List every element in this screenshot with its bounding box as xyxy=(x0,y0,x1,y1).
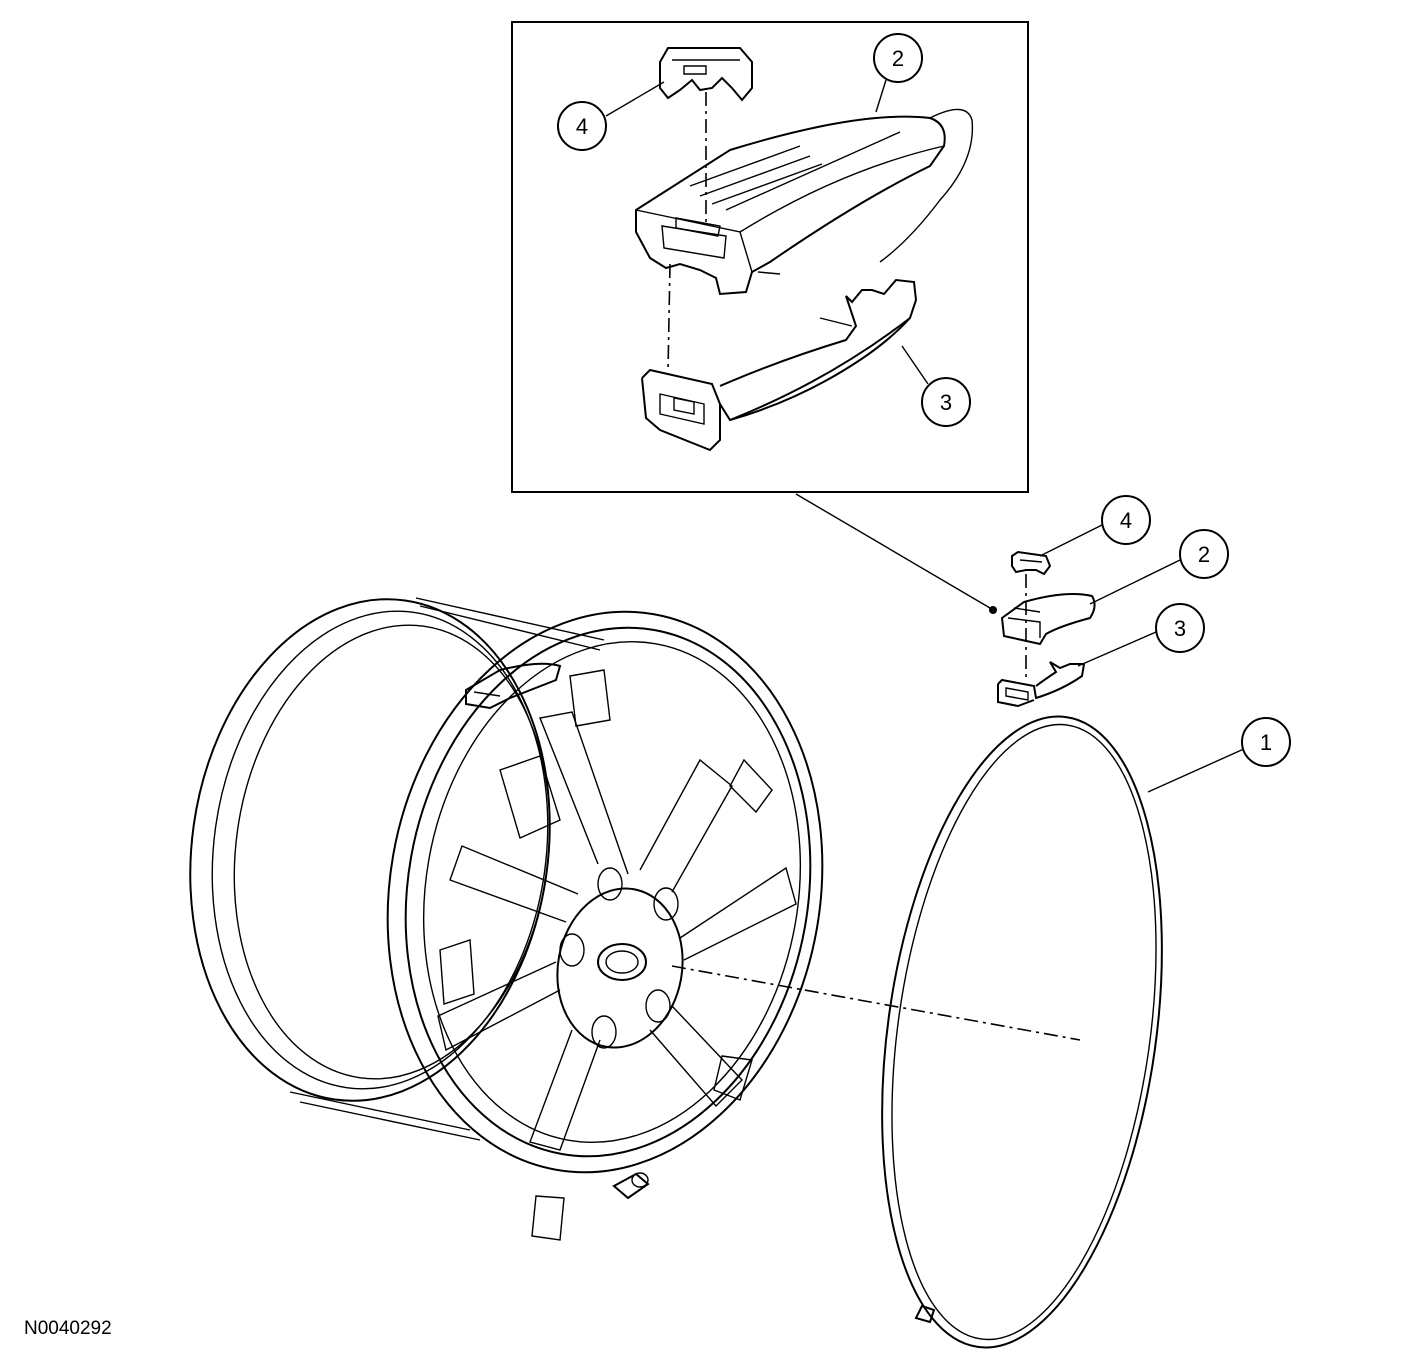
inset-bracket-part xyxy=(641,271,918,452)
wheel-axis-line xyxy=(671,965,1081,1041)
callout-inset-4: 4 xyxy=(557,101,607,151)
callout-main-3: 3 xyxy=(1155,603,1205,653)
wheel-rim xyxy=(189,597,824,1241)
lug-hole xyxy=(653,887,679,921)
main-leader-1 xyxy=(1147,747,1247,793)
svg-text:3: 3 xyxy=(940,390,952,415)
small-sensor-part xyxy=(1000,593,1096,646)
svg-text:4: 4 xyxy=(576,114,588,139)
main-leader-2 xyxy=(1089,559,1181,605)
inset-connector-dot xyxy=(989,606,997,614)
svg-text:2: 2 xyxy=(1198,542,1210,567)
inset-strap-loop xyxy=(879,108,974,263)
lug-hole xyxy=(597,867,623,901)
svg-text:4: 4 xyxy=(1120,508,1132,533)
small-clip-part xyxy=(1011,550,1052,576)
callout-main-4: 4 xyxy=(1101,495,1151,545)
small-bracket-part xyxy=(997,661,1086,708)
callout-inset-2: 2 xyxy=(873,33,923,83)
lug-hole xyxy=(559,933,585,967)
inset-leader-3 xyxy=(901,345,929,385)
svg-text:3: 3 xyxy=(1174,616,1186,641)
inset-frame xyxy=(511,21,1029,493)
callout-main-1: 1 xyxy=(1241,717,1291,767)
callout-main-2: 2 xyxy=(1179,529,1229,579)
lug-hole xyxy=(591,1015,617,1049)
svg-text:1: 1 xyxy=(1260,730,1272,755)
inset-sensor-part xyxy=(635,115,946,296)
rim-mounted-sensor xyxy=(465,662,562,710)
lug-hole xyxy=(645,989,671,1023)
inset-bracket-guide xyxy=(667,263,671,373)
inset-leader-4 xyxy=(605,81,665,117)
inset-clip-part xyxy=(659,47,753,102)
main-leader-3 xyxy=(1077,631,1157,667)
inset-leader-2 xyxy=(875,79,887,113)
inset-detail xyxy=(511,21,1029,493)
svg-text:2: 2 xyxy=(892,46,904,71)
hub xyxy=(556,887,684,1049)
main-leader-4 xyxy=(1039,523,1105,557)
center-cap-logo xyxy=(597,943,647,981)
inset-connector-line xyxy=(795,493,991,609)
valve-stem xyxy=(612,1172,650,1200)
tire-band-part xyxy=(881,715,1163,1349)
figure-id: N0040292 xyxy=(24,1318,112,1339)
callout-inset-3: 3 xyxy=(921,377,971,427)
